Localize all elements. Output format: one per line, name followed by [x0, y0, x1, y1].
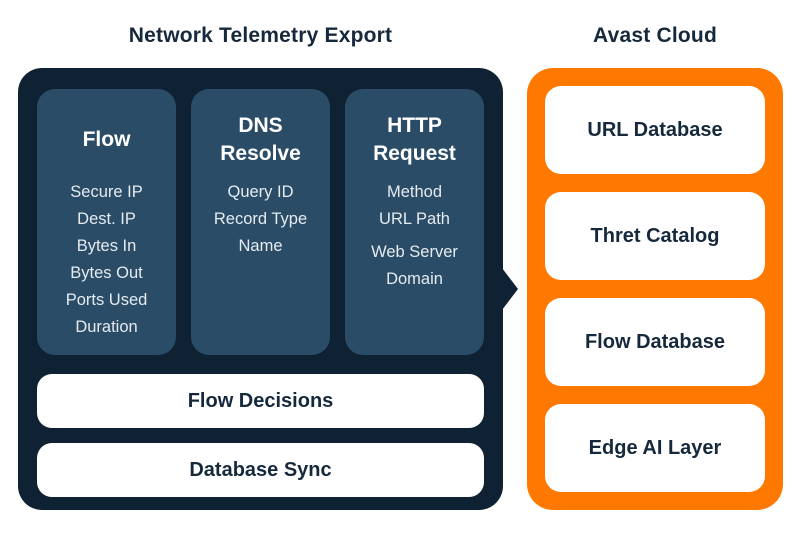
flow-panel-title: Flow: [82, 128, 131, 151]
cloud-box-flow-database: Flow Database: [545, 298, 765, 386]
dns-resolve-panel-items: Query ID Record Type Name: [199, 179, 322, 260]
cloud-box-url-database: URL Database: [545, 86, 765, 174]
cloud-box-thret-catalog: Thret Catalog: [545, 192, 765, 280]
flow-item-bytes-out: Bytes Out: [70, 264, 143, 282]
flow-database-label: Flow Database: [584, 330, 726, 353]
cloud-box-edge-ai-layer: Edge AI Layer: [545, 404, 765, 492]
flow-item-secure-ip: Secure IP: [70, 183, 143, 201]
flow-item-dest-ip: Dest. IP: [77, 210, 136, 228]
http-request-panel-title: HTTP Request: [373, 114, 456, 165]
telemetry-container: Flow Secure IP Dest. IP Bytes In Bytes O…: [18, 68, 518, 510]
flow-decisions-bar: Flow Decisions: [37, 374, 484, 428]
dns-resolve-panel: DNS Resolve Query ID Record Type Name: [191, 89, 330, 355]
flow-panel: Flow Secure IP Dest. IP Bytes In Bytes O…: [37, 89, 176, 355]
thret-catalog-label: Thret Catalog: [590, 224, 720, 247]
dns-item-record-type: Record Type: [213, 210, 308, 228]
flow-item-ports-used: Ports Used: [65, 291, 148, 309]
flow-decisions-label: Flow Decisions: [187, 389, 334, 412]
database-sync-bar: Database Sync: [37, 443, 484, 497]
cloud-container: URL Database Thret Catalog Flow Database…: [527, 68, 783, 510]
http-item-web-server-domain: Web Server Domain: [371, 243, 458, 288]
http-item-method: Method: [386, 183, 443, 201]
flow-panel-items: Secure IP Dest. IP Bytes In Bytes Out Po…: [45, 179, 168, 341]
dns-resolve-panel-title: DNS Resolve: [220, 114, 301, 165]
telemetry-panels-row: Flow Secure IP Dest. IP Bytes In Bytes O…: [37, 89, 484, 355]
flow-item-duration: Duration: [75, 318, 138, 336]
telemetry-title: Network Telemetry Export: [128, 24, 393, 47]
url-database-label: URL Database: [587, 118, 723, 141]
edge-ai-layer-label: Edge AI Layer: [588, 436, 722, 459]
flow-item-bytes-in: Bytes In: [76, 237, 137, 255]
dns-item-query-id: Query ID: [227, 183, 294, 201]
database-sync-label: Database Sync: [189, 458, 332, 481]
http-request-panel-items: Method URL Path Web Server Domain: [353, 179, 476, 293]
http-item-url-path: URL Path: [379, 210, 450, 228]
dns-item-name: Name: [238, 237, 283, 255]
cloud-title: Avast Cloud: [593, 24, 717, 47]
http-request-panel: HTTP Request Method URL Path Web Server …: [345, 89, 484, 355]
flow-arrow-icon: [502, 268, 518, 310]
